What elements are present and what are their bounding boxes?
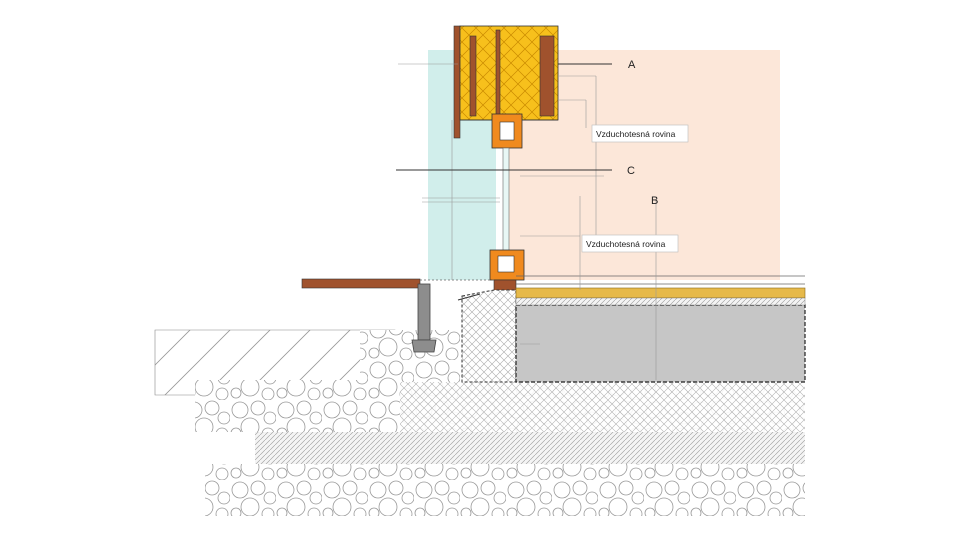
compacted-layer <box>255 432 805 464</box>
floor-finish-layer <box>515 287 806 299</box>
label-c: C <box>627 165 635 177</box>
wall-panel <box>453 25 559 139</box>
glass-pane <box>502 147 510 253</box>
window-head-frame <box>491 113 523 253</box>
head-frame-inner <box>499 121 515 141</box>
floor-slab <box>515 304 806 383</box>
ground-layers <box>154 329 805 516</box>
callout-upper-text: Vzduchotesná rovina <box>596 129 676 139</box>
floor-screed <box>515 297 806 306</box>
sill-frame-inner <box>497 255 515 273</box>
callout-upper: Vzduchotesná rovina <box>591 124 689 143</box>
hatched-base-layer <box>400 382 805 432</box>
head-frame-outer <box>491 113 523 149</box>
label-b: B <box>651 195 658 207</box>
wall-stud-mid <box>495 29 501 121</box>
callout-lower-text: Vzduchotesná rovina <box>586 239 666 249</box>
callout-lower: Vzduchotesná rovina <box>581 234 679 253</box>
gravel-layer-lower <box>205 464 805 516</box>
label-a: A <box>628 59 636 71</box>
foundation-wall <box>461 289 517 383</box>
post-footing <box>411 339 437 353</box>
wall-stud-left <box>469 35 477 117</box>
guide-lines <box>398 63 657 380</box>
terrace-decking <box>301 278 421 289</box>
wall-stud-right <box>539 35 555 117</box>
wall-cladding-board <box>453 25 461 139</box>
gravel-backfill-left <box>360 330 460 382</box>
terrace-support-post <box>417 283 431 341</box>
